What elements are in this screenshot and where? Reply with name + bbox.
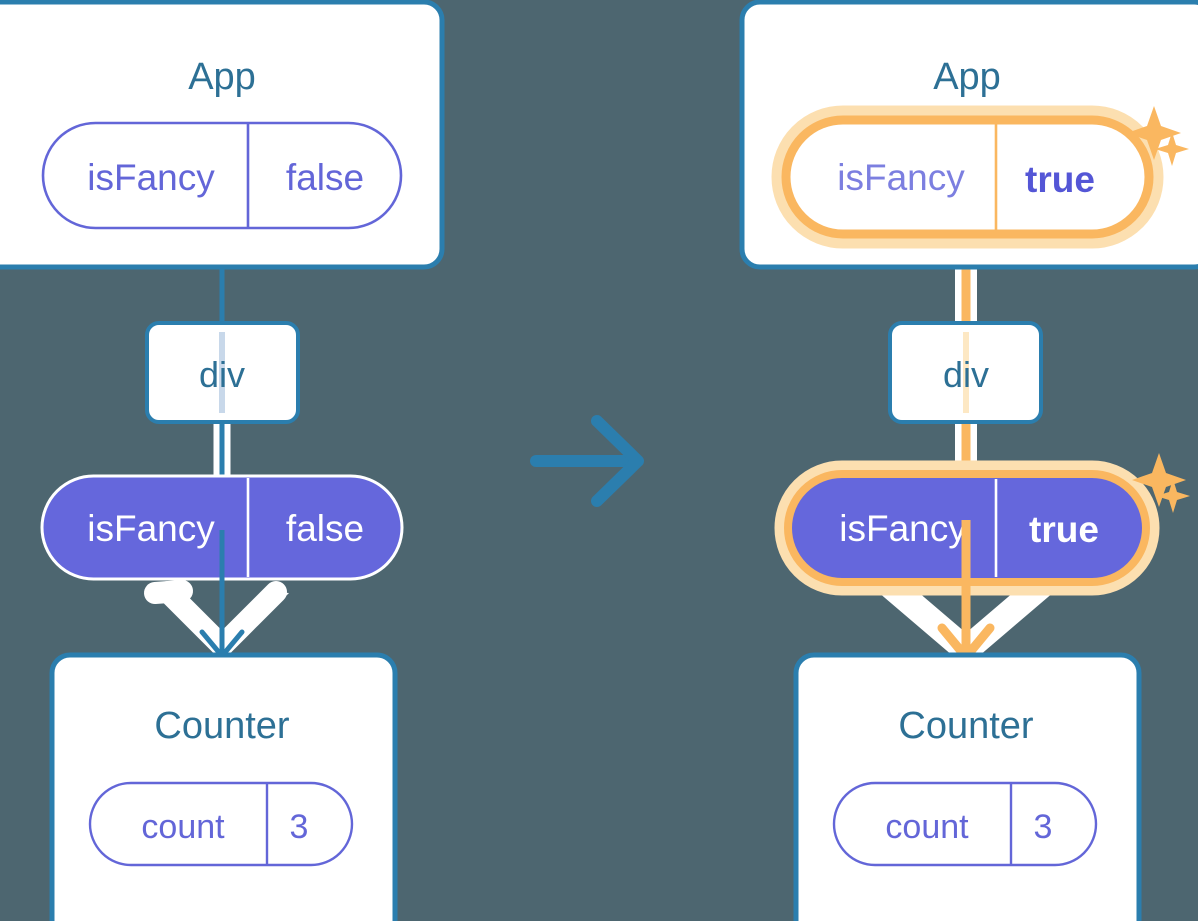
arrow-right-icon: [530, 415, 644, 507]
prop-pill-name-before: isFancy: [87, 508, 215, 549]
app-state-name-before: isFancy: [87, 157, 215, 198]
counter-state-pill-before: [88, 781, 354, 867]
prop-pill-value-before: false: [286, 508, 364, 549]
app-title-after: App: [933, 56, 1001, 98]
app-title-before: App: [188, 56, 256, 98]
div-label-after: div: [943, 354, 989, 395]
div-label-before: div: [199, 354, 245, 395]
counter-state-value-after: 3: [1034, 808, 1053, 846]
prop-flow-wedge-before: [144, 580, 289, 660]
sparkle-small-prop: [1156, 479, 1190, 513]
counter-title-before: Counter: [154, 705, 290, 747]
counter-state-name-after: count: [885, 808, 969, 846]
counter-state-value-before: 3: [290, 808, 309, 846]
sparkle-large-app: [1127, 106, 1181, 160]
counter-state-pill-after: [832, 781, 1098, 867]
prop-pill-name-after: isFancy: [839, 508, 967, 549]
prop-pill-value-after: true: [1029, 509, 1099, 550]
app-state-value-before: false: [286, 157, 364, 198]
app-state-pill-before: [41, 121, 403, 230]
app-state-pill-glow-after: [771, 105, 1164, 249]
app-state-pill-ring-after: [781, 115, 1154, 239]
sparkle-small-app: [1155, 132, 1189, 166]
counter-state-name-before: count: [141, 808, 225, 846]
app-state-name-after: isFancy: [837, 157, 965, 198]
counter-title-after: Counter: [898, 705, 1034, 747]
app-state-value-after: true: [1025, 159, 1095, 200]
sparkle-large-prop: [1132, 453, 1186, 507]
